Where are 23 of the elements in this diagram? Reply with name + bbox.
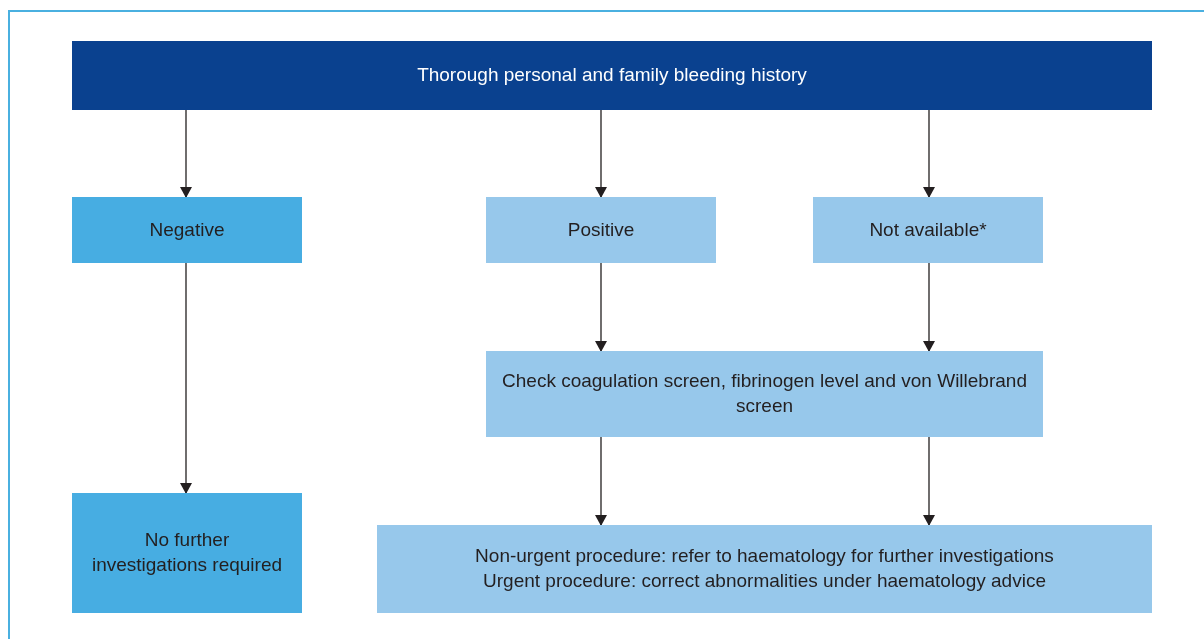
arrow: [180, 109, 192, 198]
box-text: Non-urgent procedure: refer to haematology for further investigations: [475, 544, 1054, 569]
box-text: Positive: [567, 217, 635, 242]
process-box: [813, 197, 1043, 263]
box-text: No further investigations required: [90, 528, 284, 577]
process-box: [72, 197, 302, 263]
box-text: Negative: [149, 217, 225, 242]
process-box: [377, 525, 1152, 613]
box-text: Urgent procedure: correct abnormalities under haematology advice: [483, 569, 1046, 593]
arrow: [923, 262, 935, 352]
arrow: [595, 109, 607, 198]
arrow: [595, 262, 607, 352]
arrow: [923, 109, 935, 198]
process-box: [72, 41, 1152, 110]
process-box: [486, 351, 1043, 437]
process-box: [72, 493, 302, 613]
arrow: [595, 436, 607, 526]
box-text: Thorough personal and family bleeding history: [417, 63, 807, 88]
box-text: Not available*: [869, 217, 987, 242]
arrow: [180, 262, 192, 494]
process-box: [486, 197, 716, 263]
arrow: [923, 436, 935, 526]
box-text: Check coagulation screen, fibrinogen level and von Willebrand screen: [502, 369, 1027, 418]
